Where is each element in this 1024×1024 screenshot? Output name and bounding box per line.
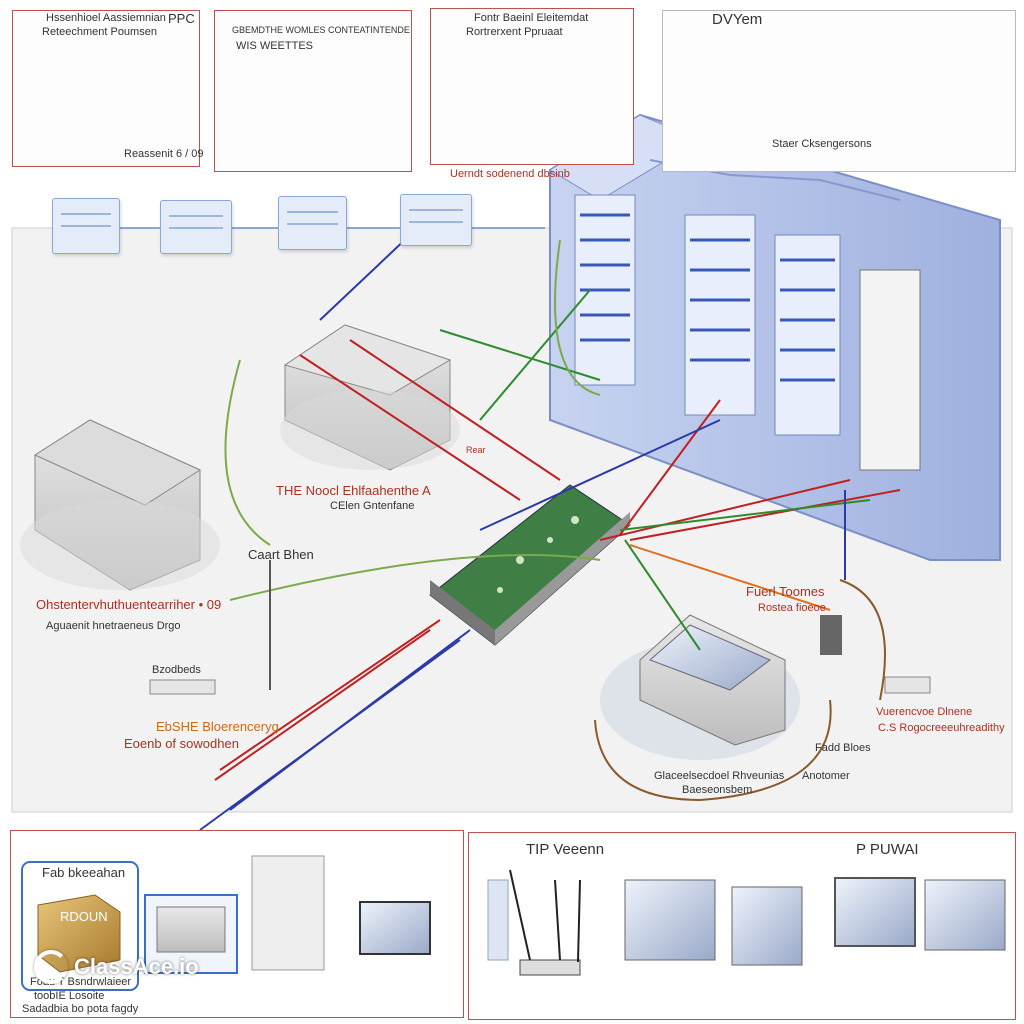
top-panel-2: [214, 10, 412, 172]
top-panel-1-caption: Reassenit 6 / 09: [124, 148, 204, 160]
bottom-left-line-2: toobIE Losoite: [34, 990, 105, 1002]
note-2: [160, 200, 232, 254]
top-panel-3-subcaption: Uerndt sodenend dbsinb: [450, 168, 570, 180]
top-panel-3: [430, 8, 634, 165]
bottom-left-devices: [21, 855, 431, 991]
circuit-board-switch: [429, 484, 631, 646]
card-label: Caart Bhen: [248, 547, 314, 562]
center-device-subtitle: CElen Gntenfane: [330, 500, 415, 512]
center-server-device: [280, 324, 460, 471]
small-red-label: Rear: [466, 445, 486, 455]
top-panel-3-title-2: Rortrerxent Ppruaat: [466, 26, 563, 38]
orange-subtitle: Eoenb of sowodhen: [124, 736, 239, 751]
left-server-device: [20, 419, 220, 591]
small-label-b: Anotomer: [802, 770, 850, 782]
server-rack: [549, 113, 1001, 561]
top-panel-3-title-1: Fontr Baeinl Eleitemdat: [474, 12, 589, 24]
top-panel-4-caption: Staer Cksengersons: [772, 138, 872, 150]
bottom-left-panel: [10, 830, 464, 1018]
top-panel-1-tag: PPC: [168, 11, 195, 26]
network-cables: [199, 234, 901, 831]
right-device-sublabel: Rostea fioeoe: [758, 602, 826, 614]
orange-title: EbSHE Bloerenceryg: [156, 719, 279, 734]
gold-box-label: RDOUN: [60, 909, 108, 924]
top-panel-4: [662, 10, 1016, 172]
right-device-label: Fuerl Toomes: [746, 584, 825, 599]
top-panel-1-title-1: Hssenhioel Aassiemnian: [46, 12, 166, 24]
bottom-left-title: Fab bkeeahan: [42, 865, 126, 880]
logo-icon: [34, 950, 68, 984]
bottom-left-line-3: Sadadbia bo pota fagdy: [22, 1003, 139, 1015]
right-workstation-device: [149, 614, 931, 760]
center-device-title: THE Noocl Ehlfaahenthe A: [276, 483, 431, 498]
logo-text: ClassAce.io: [74, 954, 199, 979]
note-4: [400, 194, 472, 246]
top-panel-1: [12, 10, 200, 167]
small-label-a: Fadd Bloes: [815, 742, 871, 754]
top-panel-2-title-1: GBEMDTHE WOMLES CONTEATINTENDE: [232, 25, 410, 35]
note-3: [278, 196, 347, 250]
top-panel-2-title-2: WIS WEETTES: [236, 40, 313, 52]
bottom-right-title-2: P PUWAI: [856, 841, 919, 858]
top-panel-4-title: DVYem: [712, 11, 763, 28]
bottom-center-subtitle: Baeseonsbem: [682, 784, 753, 796]
small-device-label: Bzodbeds: [152, 664, 201, 676]
right-title: Vuerencvoe Dlnene: [876, 706, 973, 718]
note-1: [52, 198, 120, 254]
left-device-subtitle: Aguaenit hnetraeneus Drgo: [46, 620, 181, 632]
bottom-center-title: Glaceelsecdoel Rhveunias: [654, 770, 785, 782]
bottom-right-panel: [468, 832, 1016, 1020]
bottom-right-devices: [487, 869, 1006, 976]
classace-logo: ClassAce.io: [34, 950, 199, 984]
top-panel-1-title-2: Reteechment Poumsen: [42, 26, 157, 38]
bottom-right-title-1: TIP Veeenn: [526, 841, 605, 858]
right-subtitle: C.S Rogocreeeuhreadithy: [878, 722, 1005, 734]
left-device-title: Ohstentervhuthuentearriher • 09: [36, 597, 222, 612]
